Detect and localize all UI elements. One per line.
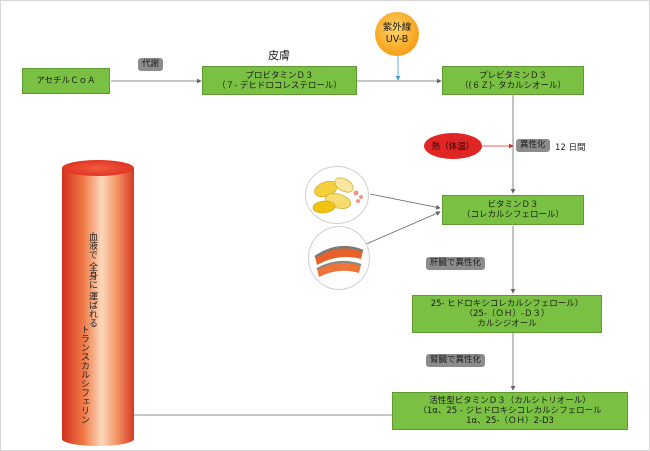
- node-provitamin-line1: プロビタミンＤ３: [245, 70, 314, 81]
- blood-vessel-tube: [62, 168, 134, 440]
- blood-vessel-bottom: [62, 432, 134, 446]
- blood-vessel-top: [62, 160, 134, 176]
- tag-isomerization: 異性化: [516, 139, 550, 152]
- tag-kidney-isomerization: 腎臓で異性化: [426, 354, 486, 367]
- uv-label: 紫外線: [382, 22, 412, 33]
- tag-liver-isomerization: 肝臓で異性化: [426, 257, 486, 270]
- node-previtamin-d3: プレビタミンＤ３ （(６Ｚ)- タカルシオール）: [442, 66, 584, 95]
- node-calcitriol-line2: （1α、25 - ジヒドロキシコレカルシフェロール: [418, 406, 602, 416]
- node-calcidiol-line2: （25-（ＯＨ）-Ｄ３）: [464, 309, 550, 319]
- node-vitamin-d3: ビタミンＤ３ （コレカルシフェロール）: [442, 195, 584, 225]
- blood-transport-label: 血液で 全身に 運ばれる: [86, 232, 97, 328]
- node-provitamin-d3: プロビタミンＤ３ （７- デヒドロコレステロール）: [202, 66, 357, 95]
- node-previtamin-line1: プレビタミンＤ３: [478, 70, 547, 81]
- node-calcidiol-line1: 25- ヒドロキシコレカルシフェロール）: [430, 299, 584, 309]
- node-acetyl-coa: アセチルＣｏＡ: [22, 68, 110, 94]
- node-calcitriol-line3: 1α、25-（ＯＨ）2-D3: [466, 416, 554, 426]
- tag-metabolism: 代謝: [138, 58, 164, 71]
- node-calcidiol-line3: カルシジオール: [477, 319, 537, 329]
- arrow-fish-oil: [369, 193, 441, 210]
- node-calcitriol: 活性型ビタミンＤ３（カルシトリオール） （1α、25 - ジヒドロキシコレカルシ…: [392, 392, 628, 430]
- uv-b-circle: 紫外線 UV-B: [375, 12, 419, 56]
- salmon-illustration: [314, 245, 364, 277]
- salmon-image: [308, 226, 370, 290]
- node-previtamin-line2: （(６Ｚ)- タカルシオール）: [460, 80, 566, 91]
- node-calcitriol-line1: 活性型ビタミンＤ３（カルシトリオール）: [429, 396, 591, 406]
- duration-12-days: 12 日間: [555, 143, 586, 153]
- node-acetyl-coa-text: アセチルＣｏＡ: [36, 76, 96, 86]
- uv-b-label: UV-B: [385, 34, 409, 45]
- heat-body-temp: 熱（体温）: [424, 133, 482, 159]
- blood-line2: 全身に: [87, 261, 97, 289]
- node-provitamin-line2: （７- デヒドロコレステロール）: [217, 80, 342, 91]
- arrow-salmon: [363, 211, 441, 246]
- skin-label: 皮膚: [268, 49, 290, 62]
- capsules-illustration: [312, 177, 363, 214]
- fish-oil-capsules-image: [305, 166, 369, 224]
- transcalciferin-label: トランスカルシフェリン: [79, 325, 89, 424]
- node-vitamin-d3-line1: ビタミンＤ３: [487, 200, 539, 210]
- blood-line1: 血液で: [87, 232, 97, 259]
- heat-label: 熱（体温）: [431, 142, 475, 152]
- arrow-to-blood: [95, 281, 392, 416]
- blood-line3: 運ばれる: [87, 291, 97, 328]
- node-vitamin-d3-line2: （コレカルシフェロール）: [461, 210, 564, 220]
- node-calcidiol: 25- ヒドロキシコレカルシフェロール） （25-（ＯＨ）-Ｄ３） カルシジオー…: [412, 295, 602, 333]
